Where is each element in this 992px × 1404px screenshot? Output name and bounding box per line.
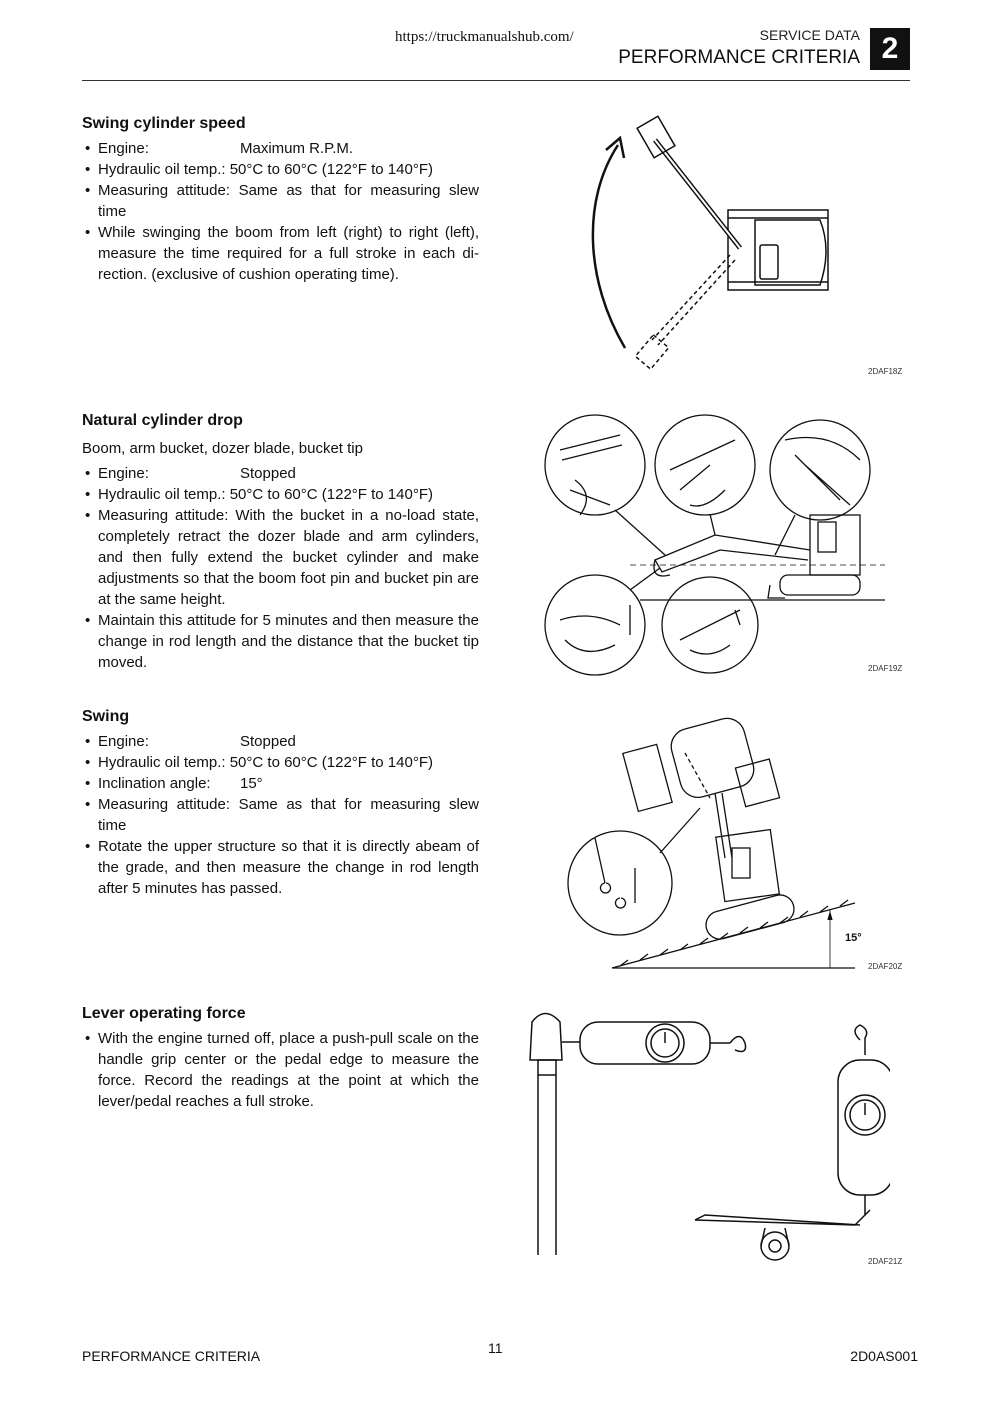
header-divider	[82, 80, 910, 81]
list-item: Hydraulic oil temp.: 50°C to 60°C (122°F…	[82, 159, 479, 180]
source-url: https://truckmanualshub.com/	[395, 29, 574, 45]
section-title-swing-cylinder-speed: Swing cylinder speed	[82, 115, 246, 132]
figure-code: 2DAF21Z	[868, 1257, 903, 1266]
figure-code: 2DAF20Z	[868, 962, 903, 971]
footer-left: PERFORMANCE CRITERIA	[82, 1348, 261, 1364]
section-subtitle: Boom, arm bucket, dozer blade, bucket ti…	[82, 440, 363, 457]
list-item: Hydraulic oil temp.: 50°C to 60°C (122°F…	[82, 752, 479, 773]
list-item: Rotate the upper structure so that it is…	[82, 836, 479, 899]
list-item: While swinging the boom from left (right…	[82, 222, 479, 285]
list-item: Hydraulic oil temp.: 50°C to 60°C (122°F…	[82, 484, 479, 505]
list-item: Engine:Maximum R.P.M.	[82, 138, 479, 159]
figure-swing	[567, 717, 856, 969]
figure-code: 2DAF19Z	[868, 664, 903, 673]
angle-label: 15°	[845, 932, 862, 944]
list-item: With the engine turned off, place a push…	[82, 1028, 479, 1112]
header-section-sub: SERVICE DATA	[759, 27, 860, 43]
section-title-natural-cylinder-drop: Natural cylinder drop	[82, 412, 243, 429]
list-lever-operating-force: With the engine turned off, place a push…	[82, 1028, 479, 1112]
figure-swing-cylinder-speed	[591, 115, 829, 371]
list-item: Engine:Stopped	[82, 463, 479, 484]
list-natural-cylinder-drop: Engine:Stopped Hydraulic oil temp.: 50°C…	[82, 463, 479, 673]
list-item: Maintain this attitude for 5 minutes and…	[82, 610, 479, 673]
footer-right: 2D0AS001	[850, 1348, 918, 1364]
list-item: Measuring attitude: Same as that for mea…	[82, 794, 479, 836]
section-title-swing: Swing	[82, 708, 130, 725]
page-number: 11	[488, 1340, 503, 1356]
section-title-lever-operating-force: Lever operating force	[82, 1005, 246, 1022]
list-swing-cylinder-speed: Engine:Maximum R.P.M. Hydraulic oil temp…	[82, 138, 479, 285]
list-swing: Engine:Stopped Hydraulic oil temp.: 50°C…	[82, 731, 479, 899]
figure-natural-cylinder-drop	[544, 414, 885, 676]
list-item: Measuring attitude: With the bucket in a…	[82, 505, 479, 610]
list-item: Measuring attitude: Same as that for mea…	[82, 180, 479, 222]
figure-lever-operating-force	[529, 1012, 890, 1261]
chapter-badge: 2	[870, 28, 910, 70]
figure-code: 2DAF18Z	[868, 367, 903, 376]
list-item: Inclination angle:15°	[82, 773, 479, 794]
list-item: Engine:Stopped	[82, 731, 479, 752]
header-section-title: PERFORMANCE CRITERIA	[618, 47, 860, 68]
